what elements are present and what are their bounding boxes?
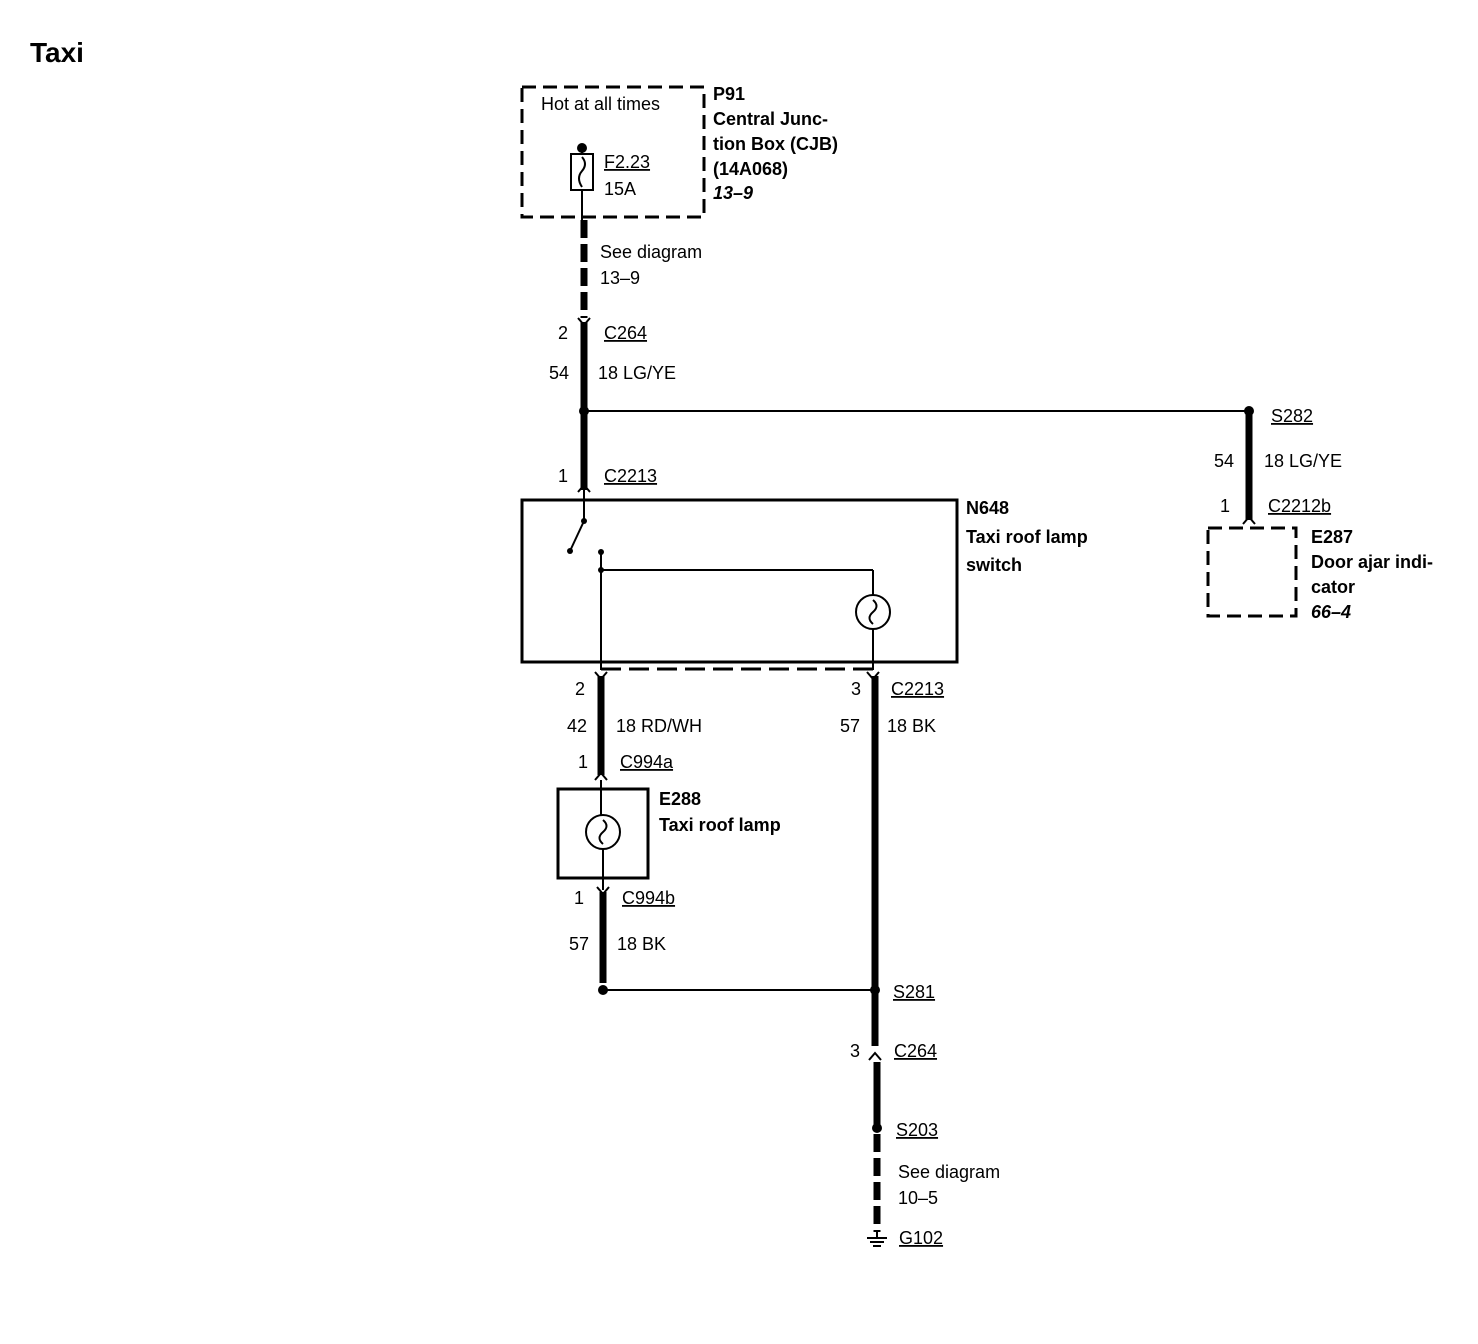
c994a-connector-icon: [594, 771, 608, 781]
c2213-top-connector-icon: [577, 483, 591, 493]
wire-rdwh-spec: 18 RD/WH: [616, 716, 702, 736]
taxi-roof-lamp-switch-box: [520, 498, 959, 664]
wire-bk-right-circuit: 57: [840, 716, 860, 736]
cjb-name-line1: Central Junc-: [713, 109, 828, 129]
c264-bottom-id: C264: [894, 1041, 937, 1061]
c264-top-pin: 2: [558, 323, 568, 343]
fuse-id: F2.23: [604, 152, 650, 172]
c2213-top-pin: 1: [558, 466, 568, 486]
wire-top-circuit: 54: [549, 363, 569, 383]
wire-rdwh-circuit: 42: [567, 716, 587, 736]
diagram-title: Taxi: [30, 37, 84, 68]
wire-bk-left-spec: 18 BK: [617, 934, 666, 954]
e287-line2: cator: [1311, 577, 1355, 597]
ground-icon: [867, 1232, 887, 1247]
central-junction-box: [520, 85, 706, 219]
e287-line1: Door ajar indi-: [1311, 552, 1433, 572]
n648-line1: Taxi roof lamp: [966, 527, 1088, 547]
s282-id: S282: [1271, 406, 1313, 426]
n648-line2: switch: [966, 555, 1022, 575]
wire-top-spec: 18 LG/YE: [598, 363, 676, 383]
n648-ref: N648: [966, 498, 1009, 518]
s282-circuit: 54: [1214, 451, 1234, 471]
c994b-pin: 1: [574, 888, 584, 908]
g102-id: G102: [899, 1228, 943, 1248]
e287-page-ref: 66–4: [1311, 602, 1351, 622]
s281-dot: [870, 985, 880, 995]
switch-contact-icon: [569, 520, 585, 552]
c2213-pin3: 3: [851, 679, 861, 699]
c264-bottom-pin: 3: [850, 1041, 860, 1061]
c2212b-id: C2212b: [1268, 496, 1331, 516]
wire-bk-left-circuit: 57: [569, 934, 589, 954]
c2213-pin2: 2: [575, 679, 585, 699]
e288-name: Taxi roof lamp: [659, 815, 781, 835]
cjb-part-number: (14A068): [713, 159, 788, 179]
see-diagram-top-line1: See diagram: [600, 242, 702, 262]
cjb-name-line2: tion Box (CJB): [713, 134, 838, 154]
e287-ref: E287: [1311, 527, 1353, 547]
door-ajar-indicator-box: [1206, 526, 1298, 618]
see-diagram-bottom-line1: See diagram: [898, 1162, 1000, 1182]
c2212b-pin: 1: [1220, 496, 1230, 516]
see-diagram-bottom-line2: 10–5: [898, 1188, 938, 1208]
s282-spec: 18 LG/YE: [1264, 451, 1342, 471]
see-diagram-top-line2: 13–9: [600, 268, 640, 288]
c2212b-connector-icon: [1242, 515, 1256, 525]
c994a-id: C994a: [620, 752, 674, 772]
c264-bottom-connector-icon: [868, 1051, 882, 1061]
c264-top-id: C264: [604, 323, 647, 343]
s203-dot: [872, 1123, 882, 1133]
fuse-rating: 15A: [604, 179, 636, 199]
c2213-bottom-id: C2213: [891, 679, 944, 699]
wire-bk-right-spec: 18 BK: [887, 716, 936, 736]
fuse-element-icon: [578, 156, 586, 188]
c2213-top-id: C2213: [604, 466, 657, 486]
c994a-pin: 1: [578, 752, 588, 772]
cjb-page-ref: 13–9: [713, 183, 753, 203]
cjb-ref: P91: [713, 84, 745, 104]
hot-at-all-times-label: Hot at all times: [541, 94, 660, 114]
s203-id: S203: [896, 1120, 938, 1140]
c994b-id: C994b: [622, 888, 675, 908]
s281-id: S281: [893, 982, 935, 1002]
e288-ref: E288: [659, 789, 701, 809]
